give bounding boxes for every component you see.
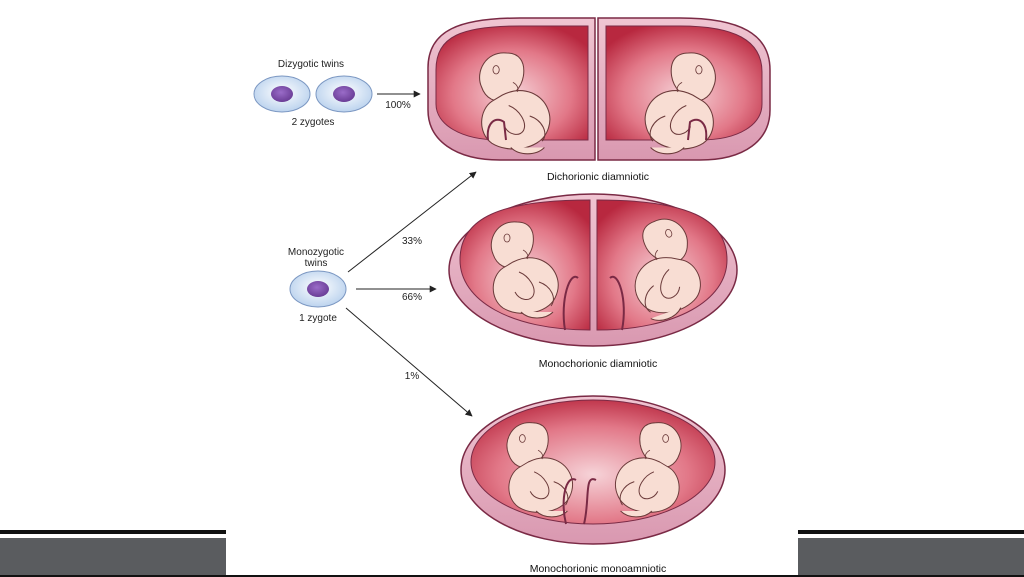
monochorionic-monoamniotic-sac <box>460 395 726 545</box>
mono-percent-bottom: 1% <box>405 371 420 382</box>
footer-line-right <box>798 530 1024 534</box>
footer-band-left <box>0 538 226 577</box>
dizygotic-percent: 100% <box>385 100 411 111</box>
dizygotic-title: Dizygotic twins <box>278 59 344 70</box>
monozygotic-title-line1: Monozygotic <box>288 247 344 258</box>
mono-percent-top: 33% <box>402 236 422 247</box>
arrow-to-monochorionic-mono <box>345 307 473 417</box>
arrow-to-dichorionic <box>347 171 477 273</box>
caption-monochorionic-di: Monochorionic diamniotic <box>539 358 657 370</box>
monozygotic-title-line2: twins <box>305 258 328 269</box>
monozygotic-subtitle: 1 zygote <box>299 313 337 324</box>
zygote-cell-left <box>253 75 311 113</box>
footer-baseline <box>0 575 1024 577</box>
dichorionic-sacs <box>427 17 771 161</box>
dizygotic-subtitle: 2 zygotes <box>292 117 335 128</box>
caption-dichorionic: Dichorionic diamniotic <box>547 171 649 183</box>
mono-percent-mid: 66% <box>402 292 422 303</box>
footer-line-left <box>0 530 226 534</box>
zygote-cell-right <box>315 75 373 113</box>
footer-band-right <box>798 538 1024 577</box>
caption-monochorionic-mono: Monochorionic monoamniotic <box>530 563 667 575</box>
monochorionic-diamniotic-sac <box>448 193 738 347</box>
zygote-cell-mono <box>289 270 347 308</box>
